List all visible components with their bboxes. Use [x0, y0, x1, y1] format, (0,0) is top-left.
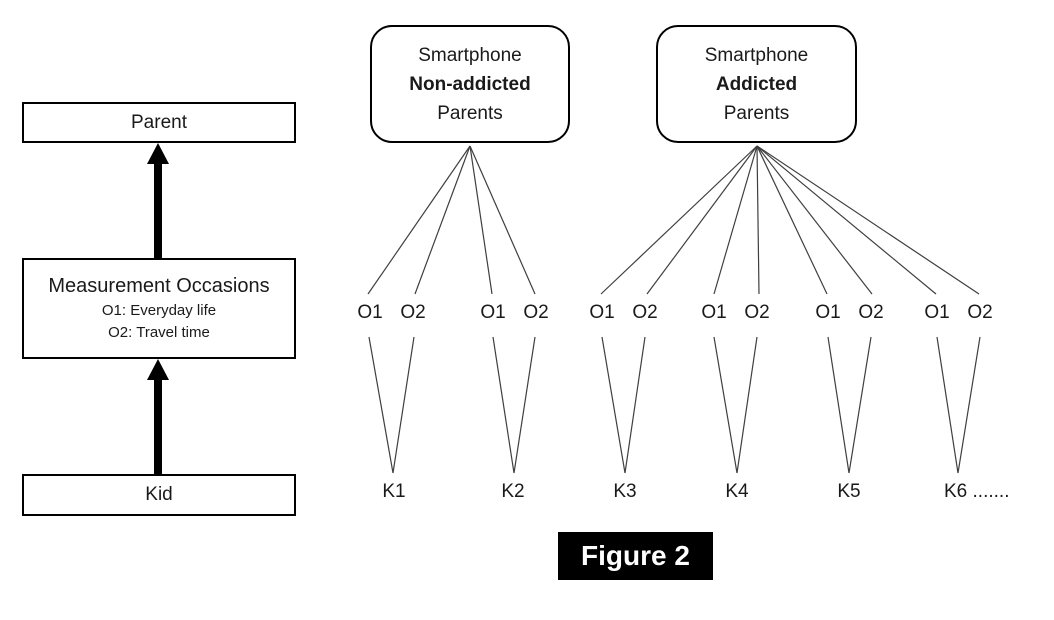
kid-label: K4	[725, 481, 749, 502]
occasion-1-definition: O1: Everyday life	[101, 302, 217, 319]
kid-label: K3	[613, 481, 637, 502]
occasion-label: O2	[967, 302, 993, 323]
kid-label: K5	[837, 481, 861, 502]
occasion-label: O1	[589, 302, 615, 323]
arrow-up-kid-to-measurement	[147, 359, 169, 474]
parent-box: Parent	[22, 102, 296, 143]
occasion-to-kid-lines	[368, 336, 981, 474]
non-addicted-parents-box: Smartphone Non-addicted Parents	[370, 25, 570, 143]
kid-label: K6 .......	[944, 481, 1010, 502]
kid-box: Kid	[22, 474, 296, 516]
parent-box-label: Parent	[131, 111, 187, 133]
occasion-label: O1	[480, 302, 506, 323]
addicted-parents-box: Smartphone Addicted Parents	[656, 25, 857, 143]
occasion-label: O2	[523, 302, 549, 323]
occasion-2-definition: O2: Travel time	[108, 324, 210, 341]
occasion-label: O2	[744, 302, 770, 323]
measurement-occasions-title: Measurement Occasions	[48, 275, 270, 297]
group-line: Smartphone	[418, 44, 522, 66]
occasion-label: O2	[400, 302, 426, 323]
group-line: Parents	[723, 102, 790, 124]
kid-label: K1	[382, 481, 406, 502]
kid-label: K2	[501, 481, 525, 502]
fan-lines-addicted	[600, 145, 980, 295]
occasion-label: O1	[357, 302, 383, 323]
group-line-emphasis: Addicted	[715, 73, 798, 95]
group-line: Smartphone	[704, 44, 809, 66]
group-line: Parents	[437, 102, 503, 124]
measurement-occasions-box: Measurement Occasions O1: Everyday life …	[22, 258, 296, 359]
group-line-emphasis: Non-addicted	[409, 73, 531, 95]
occasion-label: O1	[815, 302, 841, 323]
figure-caption: Figure 2	[558, 532, 713, 580]
fan-lines-non-addicted	[367, 145, 536, 295]
figure-caption-text: Figure 2	[581, 540, 690, 571]
occasion-label: O2	[858, 302, 884, 323]
occasion-label: O1	[701, 302, 727, 323]
occasion-label: O2	[632, 302, 658, 323]
occasion-label: O1	[924, 302, 950, 323]
arrow-up-measurement-to-parent	[147, 143, 169, 258]
kid-box-label: Kid	[145, 484, 173, 505]
